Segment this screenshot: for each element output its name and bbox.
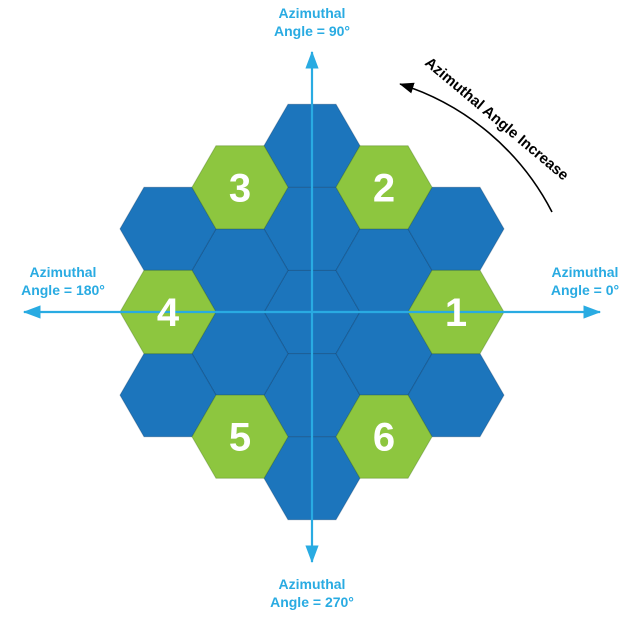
axes [22, 50, 602, 564]
label-0-line2: Angle = 0° [551, 282, 619, 298]
label-90-line2: Angle = 90° [274, 23, 350, 39]
segment-numbers: 1 2 3 4 5 6 [157, 166, 467, 459]
segment-number-6: 6 [373, 416, 395, 460]
axis-labels: Azimuthal Angle = 90° Azimuthal Angle = … [21, 5, 619, 610]
label-90-line1: Azimuthal [279, 5, 346, 21]
mirror-segment-green-6 [335, 394, 433, 479]
label-180-line1: Azimuthal [30, 264, 97, 280]
mirror-segment-green-5 [191, 394, 289, 479]
segment-number-5: 5 [229, 416, 251, 460]
segment-number-4: 4 [157, 291, 180, 335]
mirror-segment-green-2 [335, 145, 433, 230]
azimuth-increase-label: Azimuthal Angle Increase [421, 54, 571, 184]
label-0-line1: Azimuthal [552, 264, 619, 280]
segment-number-3: 3 [229, 166, 251, 210]
segment-number-1: 1 [445, 291, 467, 335]
segment-number-2: 2 [373, 166, 395, 210]
label-180-line2: Angle = 180° [21, 282, 105, 298]
label-270-line2: Angle = 270° [270, 594, 354, 610]
mirror-segment-green-3 [191, 145, 289, 230]
hexagon-grid [119, 103, 505, 521]
label-270-line1: Azimuthal [279, 576, 346, 592]
azimuth-increase-arrow-icon [399, 82, 553, 213]
